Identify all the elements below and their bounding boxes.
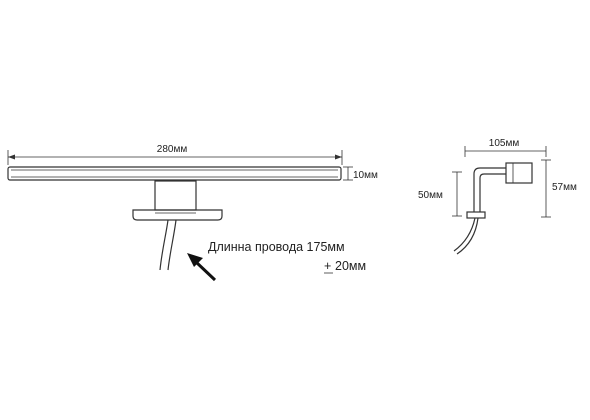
arrowhead-left <box>8 154 15 160</box>
cable-length-note: Длинна провода 175мм + 20мм <box>208 240 366 274</box>
height-left-label: 50мм <box>418 190 443 201</box>
height-right-label: 57мм <box>552 182 577 193</box>
tolerance-value: 20мм <box>335 259 366 273</box>
cable <box>159 219 177 271</box>
tolerance-symbol: + <box>324 259 331 273</box>
height-dimension: 10мм <box>343 166 378 181</box>
depth-label: 105мм <box>489 138 520 149</box>
arrowhead-right <box>335 154 342 160</box>
depth-dimension: 105мм <box>464 138 547 157</box>
left-height-dimension: 50мм <box>418 171 462 217</box>
cable-length-line1: Длинна провода 175мм <box>208 240 345 254</box>
arrow-icon <box>187 253 217 282</box>
width-label: 280мм <box>157 144 188 155</box>
height-label: 10мм <box>353 170 378 181</box>
front-view: 280мм 10мм <box>7 144 378 282</box>
side-profile <box>453 162 533 255</box>
side-view: 105мм 50мм 57мм <box>418 138 577 255</box>
width-dimension: 280мм <box>7 144 343 165</box>
light-bar <box>7 166 342 181</box>
mount-bracket <box>132 180 223 221</box>
right-height-dimension: 57мм <box>541 159 577 218</box>
